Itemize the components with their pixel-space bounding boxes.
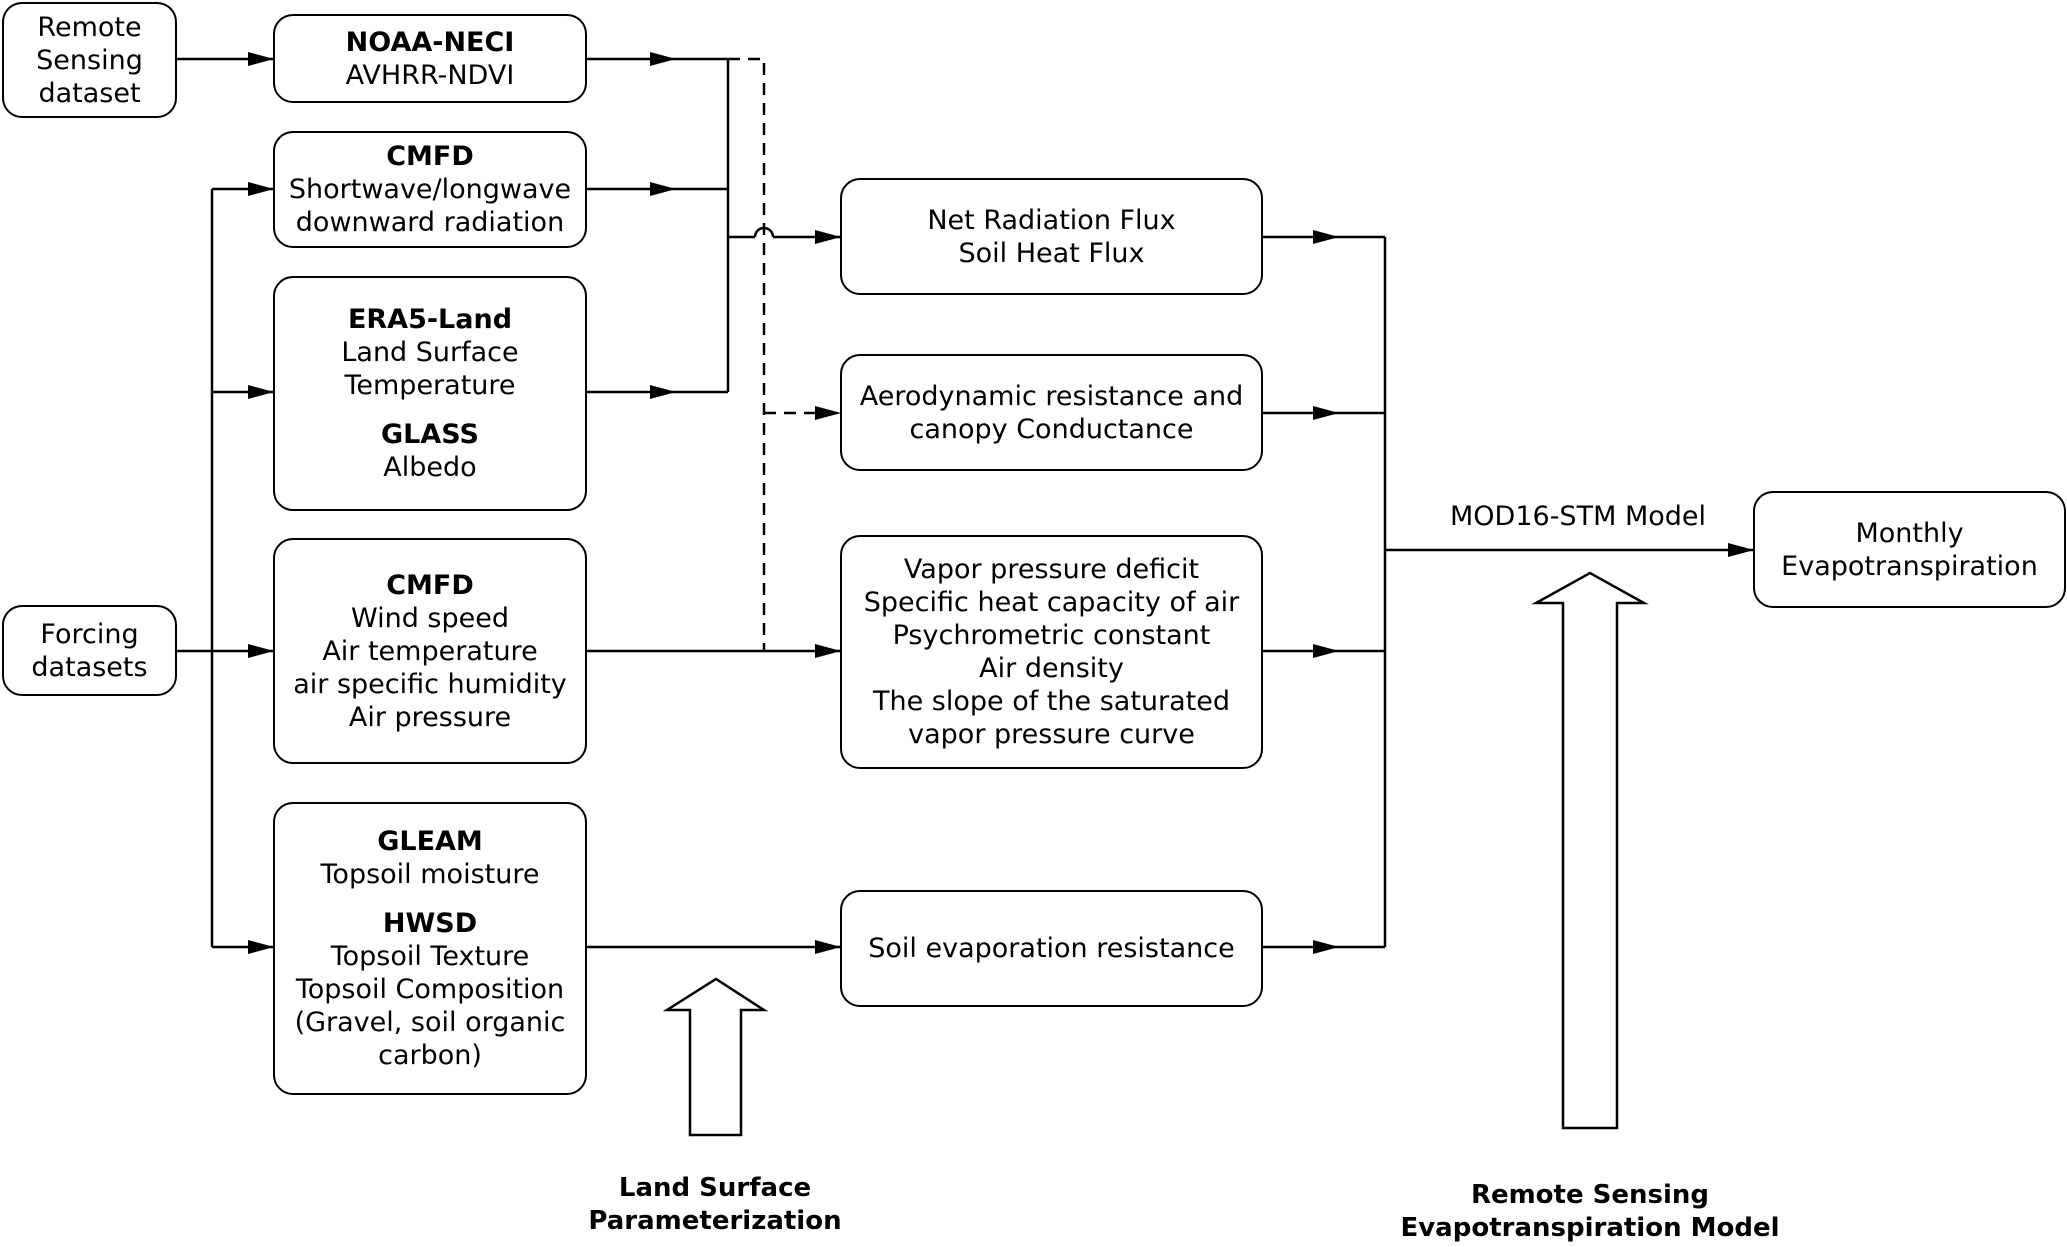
land-surface-up-arrow-icon bbox=[662, 977, 769, 1137]
aerodynamic-node: Aerodynamic resistance and canopy Conduc… bbox=[840, 354, 1263, 471]
era5-glass-node: ERA5-Land Land Surface Temperature GLASS… bbox=[273, 276, 587, 511]
node-line: Forcing bbox=[40, 618, 139, 650]
node-title: NOAA-NECI bbox=[345, 26, 515, 58]
node-title: ERA5-Land bbox=[347, 304, 513, 335]
caption-line: Evapotranspiration Model bbox=[1400, 1213, 1780, 1243]
node-line: Topsoil moisture bbox=[320, 859, 540, 890]
node-line: Net Radiation Flux bbox=[927, 204, 1176, 236]
node-line: Air pressure bbox=[348, 701, 512, 733]
node-line: carbon) bbox=[378, 1040, 482, 1071]
wire-ndvi-dashed bbox=[728, 57, 766, 651]
node-line: downward radiation bbox=[295, 207, 565, 238]
node-line: Shortwave/longwave bbox=[288, 174, 572, 205]
noaa-neci-node: NOAA-NECI AVHRR-NDVI bbox=[273, 14, 587, 103]
node-line: Aerodynamic resistance and bbox=[859, 380, 1244, 412]
node-line: Evapotranspiration bbox=[1781, 550, 2038, 582]
node-line: Topsoil Composition bbox=[295, 974, 565, 1005]
node-line: (Gravel, soil organic bbox=[294, 1007, 566, 1038]
soil-evaporation-node: Soil evaporation resistance bbox=[840, 890, 1263, 1007]
node-line: canopy Conductance bbox=[909, 413, 1194, 445]
net-radiation-node: Net Radiation Flux Soil Heat Flux bbox=[840, 178, 1263, 295]
node-line: Albedo bbox=[383, 452, 477, 483]
node-line: datasets bbox=[31, 651, 148, 683]
caption-line: Parameterization bbox=[588, 1206, 842, 1236]
node-line: Sensing bbox=[36, 44, 143, 76]
node-line: Land Surface bbox=[341, 337, 519, 368]
gleam-hwsd-node: GLEAM Topsoil moisture HWSD Topsoil Text… bbox=[273, 802, 587, 1095]
node-line: Specific heat capacity of air bbox=[863, 587, 1240, 618]
node-line: Topsoil Texture bbox=[330, 941, 530, 972]
node-line: Wind speed bbox=[350, 602, 509, 634]
node-line: Soil evaporation resistance bbox=[868, 933, 1235, 964]
node-line: Air density bbox=[979, 653, 1124, 684]
rs-et-caption: Remote Sensing Evapotranspiration Model bbox=[1385, 1179, 1795, 1245]
cmfd-met-node: CMFD Wind speed Air temperature air spec… bbox=[273, 538, 587, 764]
monthly-et-node: Monthly Evapotranspiration bbox=[1753, 491, 2066, 608]
node-line: vapor pressure curve bbox=[908, 719, 1195, 750]
model-label: MOD16-STM Model bbox=[1450, 501, 1707, 532]
node-line: Remote bbox=[37, 11, 142, 43]
node-line: Temperature bbox=[344, 370, 516, 401]
node-line: Monthly bbox=[1855, 517, 1964, 549]
caption-line: Land Surface bbox=[618, 1173, 812, 1203]
node-title: CMFD bbox=[386, 141, 474, 172]
caption-line: Remote Sensing bbox=[1470, 1180, 1710, 1210]
node-title: CMFD bbox=[386, 569, 474, 601]
node-line: Psychrometric constant bbox=[892, 620, 1211, 651]
node-line: The slope of the saturated bbox=[872, 686, 1230, 717]
node-line: Soil Heat Flux bbox=[958, 237, 1145, 269]
node-line: dataset bbox=[38, 77, 141, 109]
node-line: Vapor pressure deficit bbox=[903, 554, 1200, 585]
node-title: HWSD bbox=[382, 908, 478, 939]
rs-et-up-arrow-icon bbox=[1531, 571, 1649, 1130]
vapor-node: Vapor pressure deficit Specific heat cap… bbox=[840, 535, 1263, 769]
forcing-datasets-node: Forcing datasets bbox=[2, 605, 177, 696]
node-title: GLASS bbox=[381, 419, 479, 450]
remote-sensing-dataset-node: Remote Sensing dataset bbox=[2, 2, 177, 118]
node-title: GLEAM bbox=[377, 826, 483, 857]
node-line: AVHRR-NDVI bbox=[345, 59, 515, 91]
node-line: Air temperature bbox=[322, 635, 538, 667]
cmfd-radiation-node: CMFD Shortwave/longwave downward radiati… bbox=[273, 131, 587, 248]
node-line: air specific humidity bbox=[293, 668, 567, 700]
land-surface-caption: Land Surface Parameterization bbox=[560, 1172, 870, 1238]
